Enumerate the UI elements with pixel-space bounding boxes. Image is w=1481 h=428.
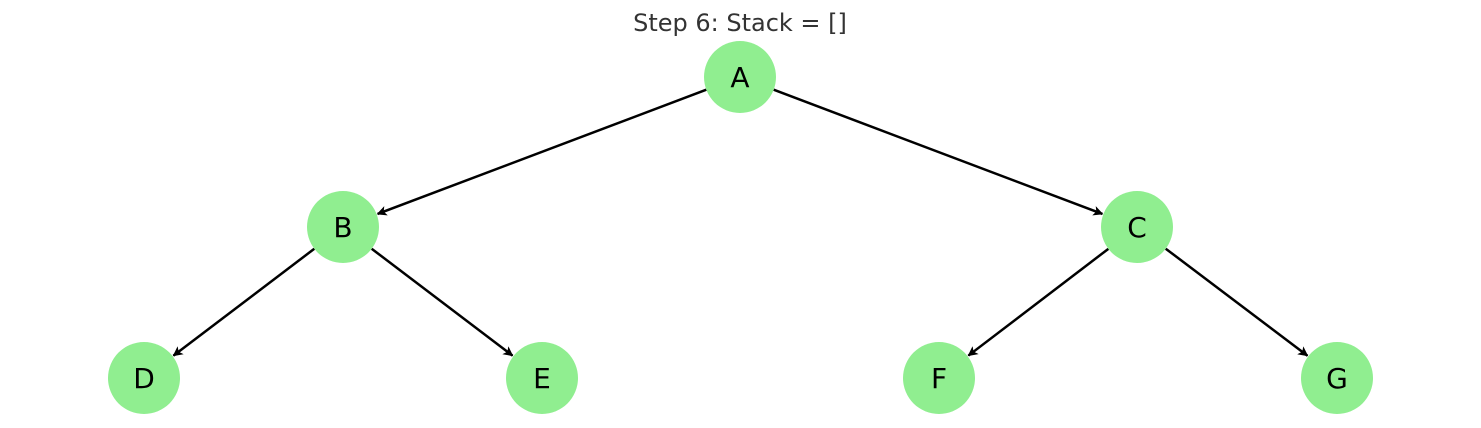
edge-c-f xyxy=(967,247,1110,357)
node-label: F xyxy=(931,362,947,395)
node-label: B xyxy=(333,211,352,244)
node-a: A xyxy=(704,41,776,113)
node-label: C xyxy=(1127,211,1147,244)
node-circle xyxy=(903,342,975,414)
node-f: F xyxy=(903,342,975,414)
node-circle xyxy=(307,191,379,263)
node-b: B xyxy=(307,191,379,263)
edge-b-d xyxy=(172,247,316,357)
nodes-layer: A B C D E F G xyxy=(108,41,1373,414)
node-label: D xyxy=(133,362,155,395)
edge-a-c xyxy=(773,88,1104,216)
node-d: D xyxy=(108,342,180,414)
node-g: G xyxy=(1301,342,1373,414)
node-label: G xyxy=(1326,362,1348,395)
node-label: A xyxy=(730,61,749,94)
edge-a-b xyxy=(376,88,707,216)
node-circle xyxy=(108,342,180,414)
edges-layer xyxy=(172,88,1309,357)
edge-c-g xyxy=(1164,247,1309,357)
node-circle xyxy=(704,41,776,113)
node-circle xyxy=(1301,342,1373,414)
node-label: E xyxy=(533,362,551,395)
node-circle xyxy=(506,342,578,414)
node-c: C xyxy=(1101,191,1173,263)
edge-b-e xyxy=(370,247,514,357)
node-e: E xyxy=(506,342,578,414)
node-circle xyxy=(1101,191,1173,263)
diagram-title: Step 6: Stack = [] xyxy=(633,9,847,37)
